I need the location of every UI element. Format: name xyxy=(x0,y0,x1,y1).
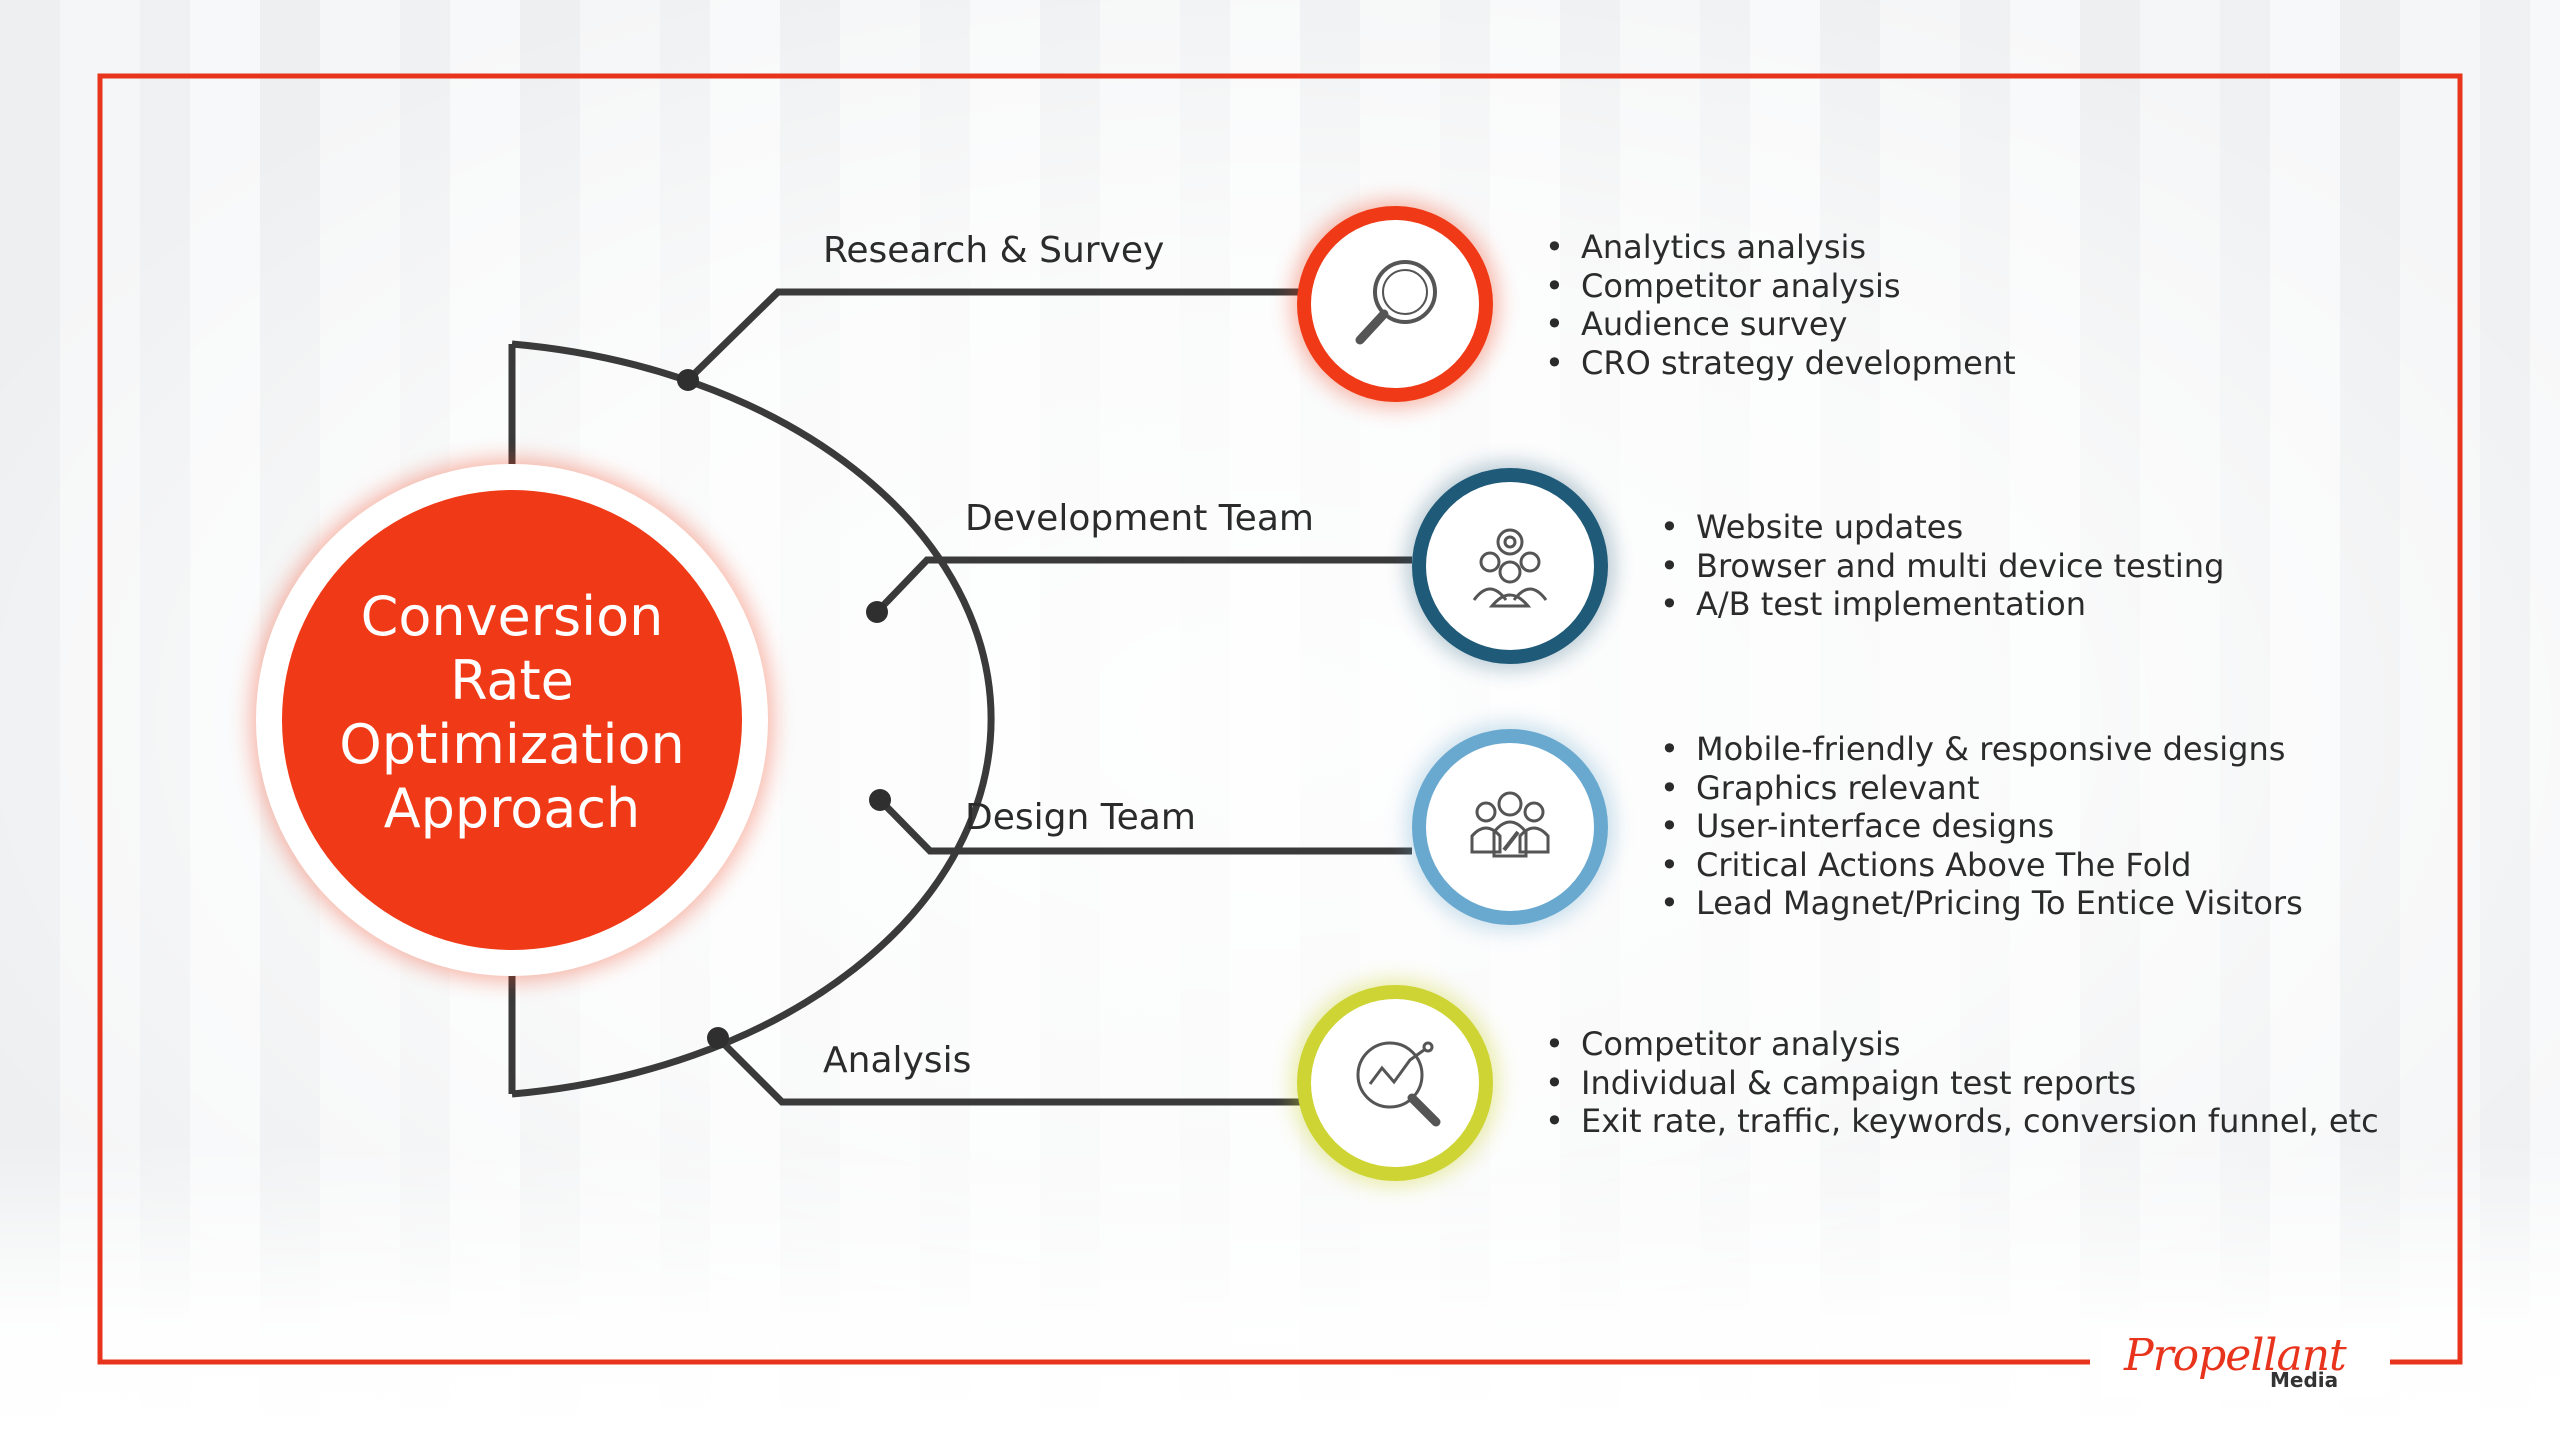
list-item: Competitor analysis xyxy=(1545,1025,2379,1064)
list-item: Audience survey xyxy=(1545,305,2016,344)
list-item: Competitor analysis xyxy=(1545,267,2016,306)
branch-label-research: Research & Survey xyxy=(823,230,1165,271)
research-items: Analytics analysis Competitor analysis A… xyxy=(1545,228,2016,382)
development-items: Website updates Browser and multi device… xyxy=(1660,508,2224,624)
junction-dot xyxy=(869,789,891,811)
list-item: Browser and multi device testing xyxy=(1660,547,2224,586)
list-item: CRO strategy development xyxy=(1545,344,2016,383)
list-item: Individual & campaign test reports xyxy=(1545,1064,2379,1103)
hub-title-line: Optimization xyxy=(339,713,685,776)
list-item: Exit rate, traffic, keywords, conversion… xyxy=(1545,1102,2379,1141)
logo-backdrop xyxy=(2100,1328,2390,1398)
junction-dot xyxy=(866,601,888,623)
list-item: Lead Magnet/Pricing To Entice Visitors xyxy=(1660,884,2303,923)
connector-design xyxy=(877,797,1412,855)
research-node xyxy=(1297,206,1493,402)
list-item: Mobile-friendly & responsive designs xyxy=(1660,730,2303,769)
magnifier-icon xyxy=(1355,260,1437,345)
hub-title: Conversion Rate Optimization Approach xyxy=(252,585,772,841)
analytics-magnifier-icon xyxy=(1356,1041,1441,1127)
branch-label-development: Development Team xyxy=(965,498,1314,539)
connector-analysis xyxy=(715,1035,1300,1106)
frame-border xyxy=(97,73,2463,1365)
team-design-icon xyxy=(1470,791,1550,858)
branch-label-design: Design Team xyxy=(965,797,1196,838)
connector-arc xyxy=(511,340,995,1098)
list-item: Analytics analysis xyxy=(1545,228,2016,267)
team-gear-icon xyxy=(1472,528,1548,608)
analysis-items: Competitor analysis Individual & campaig… xyxy=(1545,1025,2379,1141)
connector-development xyxy=(874,556,1412,615)
hub-title-line: Conversion xyxy=(360,585,664,648)
junction-dot xyxy=(677,369,699,391)
hub-circle xyxy=(282,490,742,950)
hub-title-line: Approach xyxy=(383,777,641,840)
branch-label-analysis: Analysis xyxy=(823,1040,972,1081)
hub-title-line: Rate xyxy=(450,649,574,712)
development-node xyxy=(1412,468,1608,664)
list-item: User-interface designs xyxy=(1660,807,2303,846)
list-item: Website updates xyxy=(1660,508,2224,547)
list-item: Critical Actions Above The Fold xyxy=(1660,846,2303,885)
list-item: Graphics relevant xyxy=(1660,769,2303,808)
junction-dot xyxy=(707,1027,729,1049)
design-node xyxy=(1412,729,1608,925)
connector-research xyxy=(685,288,1300,383)
list-item: A/B test implementation xyxy=(1660,585,2224,624)
logo-wordmark: Propellant xyxy=(2124,1330,2347,1381)
design-items: Mobile-friendly & responsive designs Gra… xyxy=(1660,730,2303,923)
logo-subtitle: Media xyxy=(2270,1368,2339,1392)
